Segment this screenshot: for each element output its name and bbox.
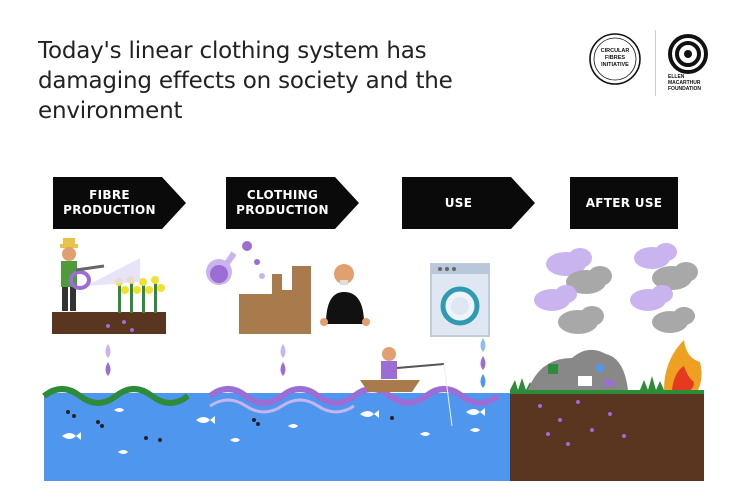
purple-wave-light [209,398,355,414]
fisherman-icon [360,347,453,427]
cfi-logo-text: CIRCULAR FIBRES INITIATIVE [600,48,630,68]
stage-label: AFTER USE [585,195,663,210]
droplet-icon [105,338,486,388]
fish-icon [62,408,485,454]
logos: CIRCULAR FIBRES INITIATIVE ELLEN MACARTH… [588,30,718,98]
pollution-particles [66,410,394,442]
emf-logo-text: ELLEN MACARTHUR FOUNDATION [668,74,701,92]
water-body [44,393,510,481]
stage-after-use: AFTER USE [570,177,678,229]
cfi-logo-icon [589,33,641,85]
page-title: Today's linear clothing system has damag… [38,38,453,124]
stage-label: USE [444,195,473,210]
illustration-scene [42,238,704,481]
stage-label: CLOTHING PRODUCTION [236,188,329,217]
soil-microplastics [538,400,626,446]
stage-use: USE [402,177,535,229]
stage-label: FIBRE PRODUCTION [63,188,156,217]
spray [86,258,140,286]
soil-ground [510,390,704,481]
cloud-icon [534,243,698,334]
factory-icon [239,266,311,334]
stage-fibre-production: FIBRE PRODUCTION [53,177,186,229]
worker-icon [320,264,370,326]
grass [510,376,704,394]
purple-wave [208,386,500,406]
emf-logo-icon [668,34,708,74]
fire-icon [664,340,702,390]
stage-clothing-production: CLOTHING PRODUCTION [226,177,359,229]
green-wave [42,386,190,406]
flask-icon [206,241,265,285]
logo-divider [655,30,656,96]
field-soil [52,312,166,334]
farmer-icon [60,238,105,311]
washing-machine-icon [430,263,490,337]
landfill-icon [528,349,628,390]
